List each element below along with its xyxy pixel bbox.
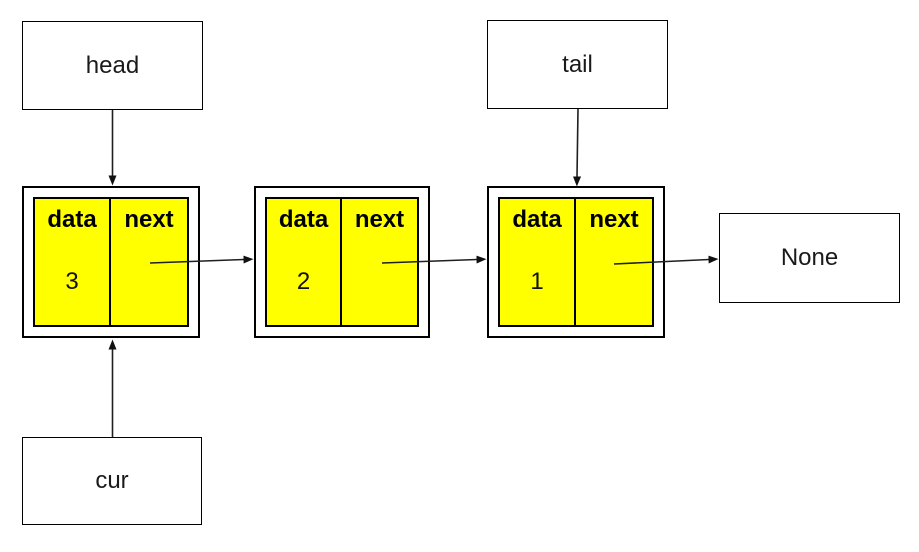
data-cell-label: data bbox=[512, 206, 562, 233]
none-terminator-label: None bbox=[780, 244, 839, 271]
list-node-3: data 1 next bbox=[487, 186, 665, 338]
list-node-3-next-cell: next bbox=[576, 199, 652, 325]
list-node-1-data-cell: data 3 bbox=[35, 199, 111, 325]
tail-pointer-box: tail bbox=[487, 20, 668, 109]
next-cell-label: next bbox=[589, 206, 639, 233]
list-node-1-next-cell: next bbox=[111, 199, 187, 325]
cur-pointer-box: cur bbox=[22, 437, 202, 525]
tail-pointer-label: tail bbox=[562, 50, 593, 78]
data-cell-value: 3 bbox=[65, 268, 79, 296]
list-node-1: data 3 next bbox=[22, 186, 200, 338]
data-cell-value: 2 bbox=[296, 268, 311, 296]
head-pointer-label: head bbox=[85, 51, 140, 79]
list-node-2: data 2 next bbox=[254, 186, 430, 338]
arrow-tail-to-node3 bbox=[573, 108, 582, 187]
data-cell-label: data bbox=[47, 206, 97, 233]
list-node-1-body: data 3 next bbox=[33, 197, 189, 327]
data-cell-label: data bbox=[278, 206, 329, 233]
next-cell-label: next bbox=[354, 206, 405, 233]
head-pointer-box: head bbox=[22, 21, 203, 110]
cur-pointer-label: cur bbox=[95, 467, 129, 494]
next-cell-label: next bbox=[124, 206, 174, 233]
list-node-2-next-cell: next bbox=[342, 199, 417, 325]
list-node-2-body: data 2 next bbox=[265, 197, 419, 327]
data-cell-value: 1 bbox=[530, 268, 544, 296]
list-node-3-body: data 1 next bbox=[498, 197, 654, 327]
list-node-2-data-cell: data 2 bbox=[267, 199, 342, 325]
list-node-3-data-cell: data 1 bbox=[500, 199, 576, 325]
none-terminator-box: None bbox=[719, 213, 900, 303]
